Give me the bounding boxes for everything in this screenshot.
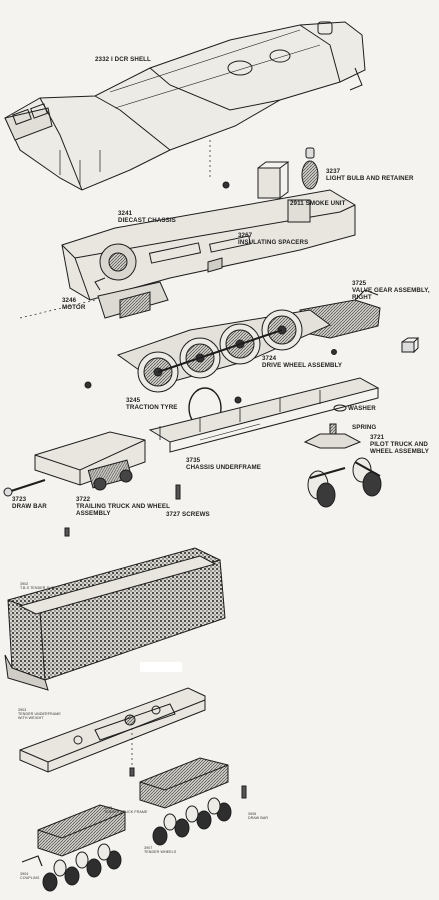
drive-wheel-assembly — [116, 309, 331, 393]
chassis-underframe — [148, 377, 380, 453]
label-tender-underframe: 3903 TENDER UNDERFRAME WITH WEIGHT — [18, 708, 61, 720]
label-spring: SPRING — [352, 424, 377, 431]
label-smoke-unit: 2911 SMOKE UNIT — [290, 200, 346, 207]
label-trailing-truck: 3722 TRAILING TRUCK AND WHEEL ASSEMBLY — [76, 496, 170, 517]
label-tender-wheels: 3907 TENDER WHEELS — [144, 846, 177, 854]
label-coupling: 3904 COUPLING — [20, 872, 40, 880]
screw-part — [64, 527, 70, 537]
label-light-bulb: 3237 LIGHT BULB AND RETAINER — [326, 168, 414, 182]
motor-part — [94, 277, 169, 319]
tender-truck-frame-left — [37, 804, 126, 857]
draw-bar-small-part — [241, 785, 247, 799]
label-washer: WASHER — [348, 405, 376, 412]
tender-wheels-left — [42, 843, 122, 892]
tender-wheels-right — [152, 797, 232, 846]
label-draw-bar-small: 3906 DRAW BAR — [248, 812, 269, 820]
label-diecast-chassis: 3241 DIECAST CHASSIS — [118, 210, 176, 224]
label-traction-tyre: 3245 TRACTION TYRE — [126, 397, 178, 411]
small-screw — [222, 181, 230, 189]
washer-part — [333, 404, 347, 412]
label-tender-shell: 3902 T.B.S TENDER SHELL — [20, 582, 59, 590]
label-chassis-underframe: 3735 CHASSIS UNDERFRAME — [186, 457, 262, 471]
label-screws: 3727 SCREWS — [166, 511, 210, 518]
label-drive-wheel: 3724 DRIVE WHEEL ASSEMBLY — [262, 355, 343, 369]
label-die-cast-shell: 2332 I DCR SHELL — [95, 56, 151, 63]
diecast-chassis — [61, 189, 356, 301]
label-tender-truck-frame: 3905 TENDER TRUCK FRAME — [104, 806, 148, 814]
small-screw — [331, 349, 337, 355]
coupling-part — [21, 855, 43, 867]
boiler-shell — [4, 21, 366, 191]
trailing-truck-part — [34, 431, 146, 491]
label-draw-bar: 3723 DRAW BAR — [12, 496, 47, 510]
smoke-unit-part — [257, 161, 290, 199]
tender-underframe-part — [19, 687, 206, 773]
small-screw — [84, 381, 92, 389]
light-bulb-part — [301, 147, 319, 190]
label-motor: 3246 MOTOR — [62, 297, 86, 311]
screw-part — [129, 767, 135, 777]
screw-part — [175, 484, 181, 500]
small-screw — [234, 396, 242, 404]
label-valve-gear: 3725 VALVE GEAR ASSEMBLY, RIGHT — [352, 280, 430, 301]
label-insulating-spacers: 3267 INSULATING SPACERS — [238, 232, 309, 246]
tender-truck-frame-right — [139, 757, 229, 809]
pilot-truck-part — [303, 423, 382, 508]
draw-bar-part — [3, 479, 46, 497]
blank-patch — [140, 662, 182, 672]
label-pilot-truck: 3721 PILOT TRUCK AND WHEEL ASSEMBLY — [370, 434, 429, 455]
tender-shell-part — [4, 547, 226, 691]
